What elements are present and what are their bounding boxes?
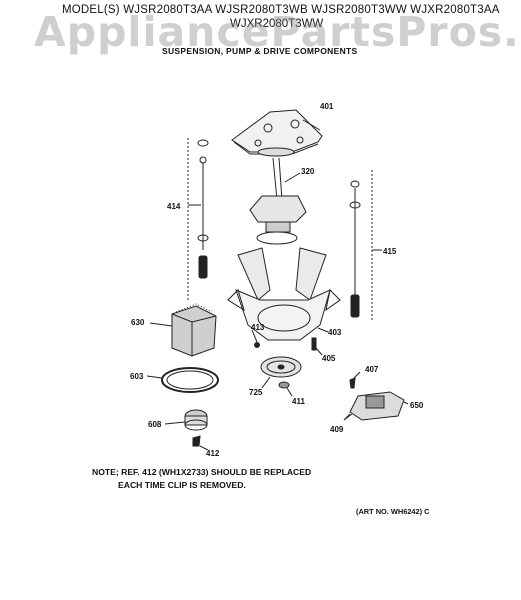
callout-407[interactable]: 407 (365, 365, 379, 374)
part-407[interactable] (349, 371, 361, 389)
part-405-bolt[interactable] (311, 337, 323, 356)
callout-603[interactable]: 603 (130, 372, 144, 381)
part-411[interactable] (278, 381, 293, 397)
part-413[interactable] (251, 329, 260, 348)
model-list-continued: WJXR2080T3WW (230, 18, 324, 30)
callout-411[interactable]: 411 (292, 397, 305, 406)
callout-413[interactable]: 413 (251, 323, 265, 332)
part-403-base-frame[interactable] (227, 247, 341, 341)
part-414-suspension-rod[interactable] (187, 138, 209, 300)
part-603-belt[interactable] (146, 367, 219, 393)
part-401-cover[interactable] (231, 109, 323, 157)
note-line-1: NOTE; REF. 412 (WH1X2733) SHOULD BE REPL… (92, 467, 312, 477)
watermark: AppliancePartsPros.com (34, 8, 521, 56)
part-608-coupling[interactable] (164, 409, 208, 431)
callout-401[interactable]: 401 (320, 102, 334, 111)
callout-415[interactable]: 415 (383, 247, 397, 256)
model-list: MODEL(S) WJSR2080T3AA WJSR2080T3WB WJSR2… (62, 4, 500, 16)
callout-630[interactable]: 630 (131, 318, 145, 327)
callout-650[interactable]: 650 (410, 401, 424, 410)
part-320-drive-shaft[interactable] (249, 157, 307, 245)
callout-409[interactable]: 409 (330, 425, 344, 434)
callout-414[interactable]: 414 (167, 202, 181, 211)
callout-725[interactable]: 725 (249, 388, 263, 397)
diagram-title: SUSPENSION, PUMP & DRIVE COMPONENTS (162, 46, 358, 56)
callout-405[interactable]: 405 (322, 354, 336, 363)
part-725-pulley[interactable] (260, 356, 302, 389)
part-650-motor-bracket[interactable] (343, 391, 409, 421)
part-630-pump[interactable] (149, 303, 217, 357)
callout-412[interactable]: 412 (206, 449, 220, 458)
art-number: (ART NO. WH6242) C (356, 507, 430, 516)
part-415-suspension-rod[interactable] (349, 170, 382, 320)
callout-320[interactable]: 320 (301, 167, 315, 176)
callout-608[interactable]: 608 (148, 420, 162, 429)
replacement-note: NOTE; REF. 412 (WH1X2733) SHOULD BE REPL… (92, 466, 311, 492)
note-line-2: EACH TIME CLIP IS REMOVED. (118, 480, 246, 490)
part-412-clip[interactable] (192, 435, 209, 451)
part-409[interactable] (343, 413, 353, 421)
callout-403[interactable]: 403 (328, 328, 342, 337)
